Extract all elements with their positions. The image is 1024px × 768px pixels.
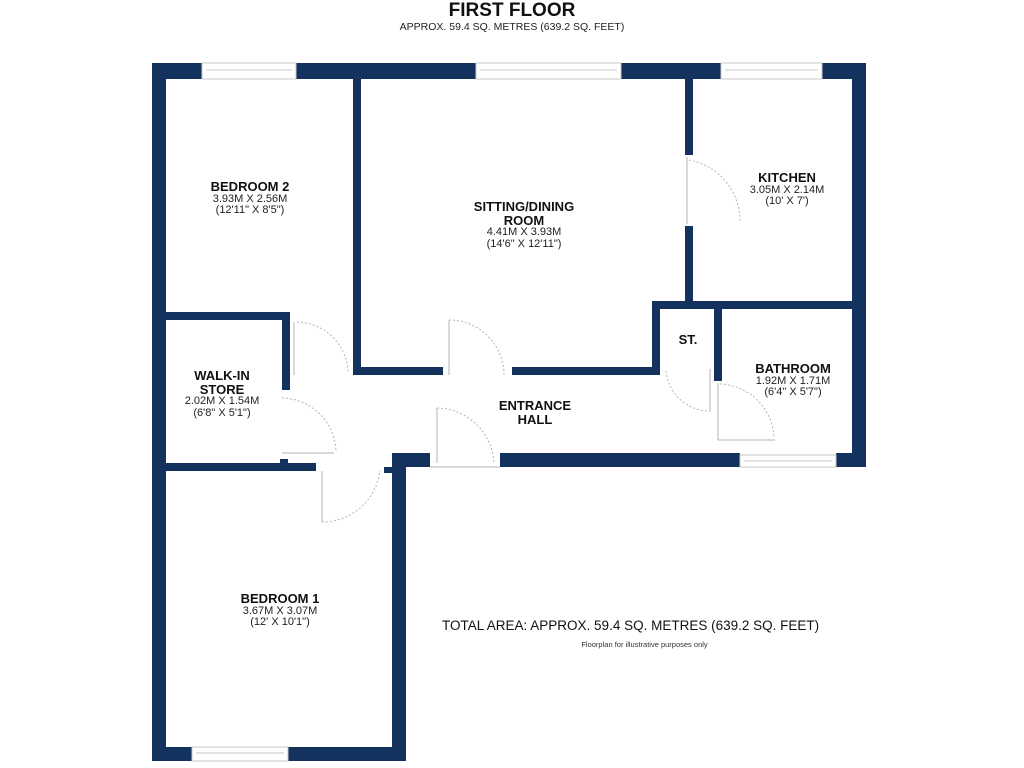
room-entrance-hall: ENTRANCE HALL [485, 399, 585, 426]
disclaimer: Floorplan for illustrative purposes only [581, 640, 708, 649]
room-dimensions-metric: 1.92M X 1.71M [755, 374, 831, 387]
floor-title: FIRST FLOOR [448, 0, 576, 21]
floor-area-subtitle: APPROX. 59.4 SQ. METRES (639.2 SQ. FEET) [399, 21, 625, 33]
room-name: WALK-IN [194, 368, 250, 383]
room-bedroom-1: BEDROOM 1 3.67M X 3.07M (12' X 10'1") [220, 592, 340, 629]
room-name-line2: STORE [199, 381, 245, 397]
walls [152, 63, 866, 761]
windows [191, 62, 837, 762]
doors [281, 157, 775, 523]
room-walk-in-store: WALK-IN STORE 2.02M X 1.54M (6'8" X 5'1"… [166, 369, 278, 419]
room-name-line2: HALL [517, 411, 553, 427]
room-name: BATHROOM [755, 361, 831, 376]
room-dimensions-imperial: (10' X 7') [765, 195, 809, 208]
room-dimensions-imperial: (12'11" X 8'5") [215, 204, 285, 217]
room-name: BEDROOM 2 [210, 179, 290, 194]
room-dimensions-imperial: (6'8" X 5'1") [193, 406, 251, 419]
room-name: ST. [678, 332, 698, 347]
room-sitting-dining: SITTING/DINING ROOM 4.41M X 3.93M (14'6"… [454, 200, 594, 250]
room-bathroom: BATHROOM 1.92M X 1.71M (6'4" X 5'7") [734, 362, 852, 399]
room-dimensions-imperial: (6'4" X 5'7") [764, 386, 822, 399]
room-dimensions-imperial: (14'6" X 12'11") [486, 237, 562, 250]
total-area: TOTAL AREA: APPROX. 59.4 SQ. METRES (639… [442, 618, 820, 633]
room-name: SITTING/DINING [473, 199, 575, 214]
room-name: KITCHEN [758, 170, 816, 185]
room-dimensions-imperial: (12' X 10'1") [250, 616, 310, 629]
room-name-line2: ROOM [503, 212, 545, 228]
room-dimensions-metric: 4.41M X 3.93M [486, 226, 562, 239]
room-kitchen: KITCHEN 3.05M X 2.14M (10' X 7') [732, 171, 842, 208]
room-storage: ST. [664, 333, 712, 347]
room-dimensions-metric: 3.93M X 2.56M [212, 192, 288, 205]
room-dimensions-metric: 3.05M X 2.14M [749, 183, 825, 196]
room-dimensions-metric: 3.67M X 3.07M [242, 604, 318, 617]
room-bedroom-2: BEDROOM 2 3.93M X 2.56M (12'11" X 8'5") [190, 180, 310, 217]
room-name: BEDROOM 1 [240, 591, 320, 606]
room-name: ENTRANCE [498, 398, 572, 413]
room-dimensions-metric: 2.02M X 1.54M [184, 395, 260, 408]
